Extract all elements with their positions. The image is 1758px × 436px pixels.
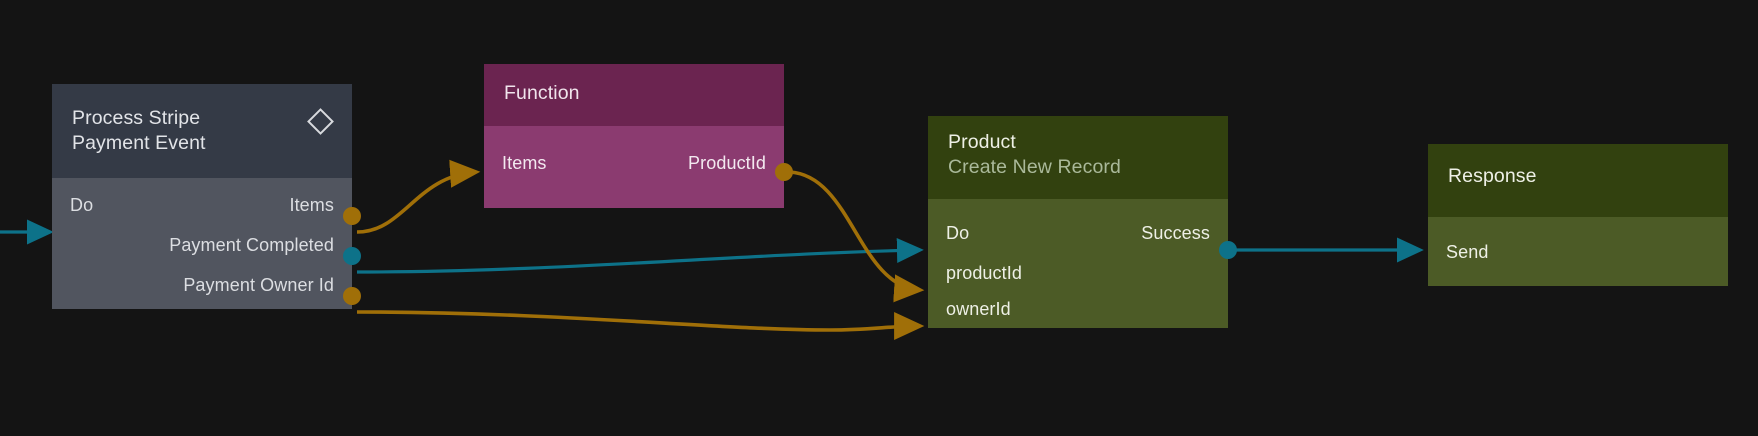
node-body: Do Items Payment Completed Payment Owner… [52, 178, 352, 309]
node-title: Response [1448, 165, 1537, 187]
port-row-productid[interactable]: productId [928, 262, 1228, 284]
port-dot-success-out[interactable] [1219, 241, 1237, 259]
edge-process-paymentownerid-to-product-ownerid [356, 310, 925, 341]
node-title: Process Stripe Payment Event [72, 107, 206, 154]
port-label-success-out: Success [1141, 223, 1210, 243]
diamond-icon [307, 108, 334, 135]
port-label-payment-completed: Payment Completed [169, 235, 334, 255]
port-dot-productid-out[interactable] [775, 163, 793, 181]
port-row-send[interactable]: Send [1428, 241, 1728, 263]
edge-function-productid-to-product-productid [789, 170, 925, 303]
edge-process-items-to-function-items [356, 159, 481, 234]
port-label-payment-owner-id: Payment Owner Id [183, 275, 334, 295]
port-row-payment-owner-id[interactable]: Payment Owner Id [52, 274, 352, 296]
node-process-stripe-payment-event[interactable]: Process Stripe Payment Event Do Items Pa… [52, 84, 361, 309]
port-row-do[interactable]: Do Success [928, 222, 1228, 244]
node-body: Items ProductId [484, 126, 784, 208]
port-row-items[interactable]: Items ProductId [484, 152, 784, 174]
port-label-do-in: Do [946, 223, 970, 243]
node-title: Function [504, 82, 580, 104]
node-body: Do Success productId ownerId [928, 199, 1228, 328]
node-title: Product [948, 131, 1016, 153]
node-response[interactable]: Response Send [1428, 144, 1728, 286]
node-product[interactable]: Product Create New Record Do Success pro… [928, 116, 1237, 328]
port-label-productid-in: productId [946, 263, 1022, 283]
port-label-productid-out: ProductId [688, 153, 766, 173]
port-label-items-in: Items [502, 153, 547, 173]
port-label-do: Do [70, 195, 94, 215]
port-label-ownerid-in: ownerId [946, 299, 1011, 319]
node-header[interactable]: Process Stripe Payment Event [52, 84, 352, 178]
port-dot-payment-completed-out[interactable] [343, 247, 361, 265]
port-row-do[interactable]: Do Items [52, 194, 352, 216]
port-row-payment-completed[interactable]: Payment Completed [52, 234, 352, 256]
port-label-send-in: Send [1446, 242, 1489, 262]
node-subtitle: Create New Record [948, 156, 1121, 178]
port-row-ownerid[interactable]: ownerId [928, 298, 1228, 320]
node-header[interactable]: Function [484, 64, 784, 126]
port-dot-items-out[interactable] [343, 207, 361, 225]
port-label-items: Items [289, 195, 334, 215]
edge-process-paymentcompleted-to-product-do [356, 238, 924, 274]
node-header[interactable]: Product Create New Record [928, 116, 1228, 199]
node-function[interactable]: Function Items ProductId [484, 64, 793, 208]
node-header[interactable]: Response [1428, 144, 1728, 217]
node-body: Send [1428, 217, 1728, 286]
port-dot-payment-owner-id-out[interactable] [343, 287, 361, 305]
